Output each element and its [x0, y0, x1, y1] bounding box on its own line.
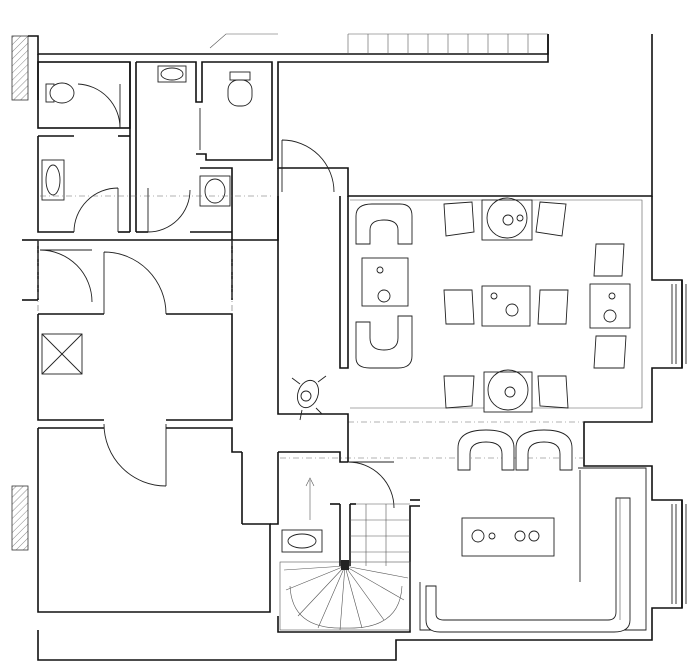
- service-shaft: [41, 333, 83, 375]
- external-wall-hatch-top: [11, 35, 29, 101]
- booth-sofa-top: [355, 203, 413, 245]
- table-center: [443, 285, 569, 327]
- sink-3: [199, 175, 231, 207]
- booth-sofa-double: [457, 429, 573, 471]
- external-wall-hatch-bottom: [11, 485, 29, 551]
- table-bar: [461, 517, 555, 557]
- person-figure: [291, 375, 327, 421]
- outer-walls: [28, 34, 683, 661]
- table-bottom-round: [443, 369, 569, 413]
- toilet-1: [45, 82, 75, 104]
- reference-lines: [37, 195, 584, 459]
- table-top-round: [443, 197, 567, 241]
- sink-2: [157, 65, 187, 83]
- booth-sofa-mid: [355, 315, 413, 369]
- booth-table-left: [361, 257, 409, 307]
- window-right-upper: [671, 284, 687, 364]
- upper-stair-ticks: [209, 33, 548, 54]
- table-right: [589, 243, 631, 369]
- toilet-2: [227, 71, 253, 107]
- left-rooms: [22, 239, 271, 613]
- stair-partitions: [330, 499, 420, 505]
- sink-4: [281, 529, 323, 553]
- window-right-lower: [671, 504, 687, 604]
- sink-1: [41, 159, 65, 201]
- restroom-walls: [37, 61, 279, 241]
- doors: [39, 83, 395, 509]
- staircase: [279, 477, 411, 631]
- bar-counter: [419, 467, 647, 633]
- dining-room-walls: [270, 196, 643, 633]
